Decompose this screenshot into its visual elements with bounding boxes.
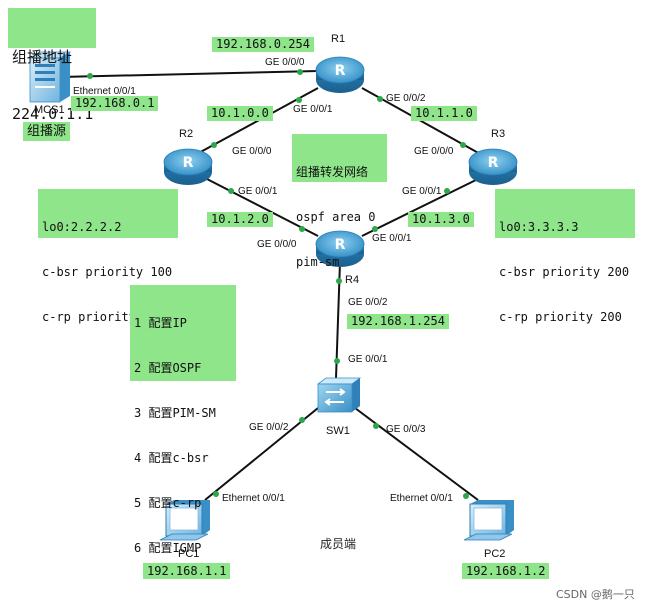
multicast-address-box: 组播地址 224.0.1.1 xyxy=(8,8,96,123)
r1-port-down-right: GE 0/0/2 xyxy=(386,93,426,104)
router-r2-icon[interactable] xyxy=(163,148,213,186)
link-sw1-pc1 xyxy=(204,407,319,501)
link-r2-r4 xyxy=(204,177,319,237)
step-1: 1 配置IP xyxy=(134,316,187,330)
net-r2-r4: 10.1.2.0 xyxy=(207,212,273,227)
switch-sw1-icon[interactable] xyxy=(316,377,362,413)
r3-config-line-1: lo0:3.3.3.3 xyxy=(499,220,579,234)
port-dots xyxy=(87,69,469,499)
r2-config-box: lo0:2.2.2.2 c-bsr priority 100 c-rp prio… xyxy=(38,189,178,324)
pc2-port-label: Ethernet 0/0/1 xyxy=(390,493,453,504)
net-r1-r2: 10.1.0.0 xyxy=(207,106,273,121)
pc1-computer-icon[interactable] xyxy=(159,500,210,541)
net-r3-r4: 10.1.3.0 xyxy=(408,212,474,227)
link-sw1-pc2 xyxy=(354,407,479,501)
multicast-title: 组播地址 xyxy=(12,48,73,66)
watermark: CSDN @鹅一只 xyxy=(556,588,635,601)
sw1-port-right: GE 0/0/3 xyxy=(386,424,426,435)
router-r1-icon[interactable] xyxy=(315,56,365,94)
step-4: 4 配置c-bsr xyxy=(134,451,209,465)
forwarding-line-2: ospf area 0 xyxy=(296,210,376,224)
r2-config-line-2: c-bsr priority 100 xyxy=(42,265,173,279)
forwarding-network-box: 组播转发网络 ospf area 0 pim-sm xyxy=(292,134,387,269)
net-r1-r3: 10.1.1.0 xyxy=(411,106,477,121)
r2-config-line-1: lo0:2.2.2.2 xyxy=(42,220,122,234)
r2-port-down: GE 0/0/1 xyxy=(238,186,278,197)
mcs1-port-label: Ethernet 0/0/1 xyxy=(73,86,136,97)
pc1-port-label: Ethernet 0/0/1 xyxy=(222,493,285,504)
router-r3-icon[interactable] xyxy=(468,148,518,186)
pc1-ip-label: 192.168.1.1 xyxy=(143,563,231,579)
r4-port-left: GE 0/0/0 xyxy=(257,239,297,250)
members-label: 成员端 xyxy=(320,537,357,551)
r4-ip-down: 192.168.1.254 xyxy=(347,314,449,329)
step-6: 6 配置IGMP xyxy=(134,541,202,555)
r3-config-line-2: c-bsr priority 200 xyxy=(499,265,630,279)
r3-port-up: GE 0/0/0 xyxy=(414,146,454,157)
r1-port-left: GE 0/0/0 xyxy=(265,57,305,68)
sw1-port-up: GE 0/0/1 xyxy=(348,354,388,365)
r3-config-box: lo0:3.3.3.3 c-bsr priority 200 c-rp prio… xyxy=(495,189,635,324)
r3-name: R3 xyxy=(491,128,506,140)
forwarding-line-1: 组播转发网络 xyxy=(296,165,369,179)
pc2-name: PC2 xyxy=(484,548,506,560)
pc1-name: PC1 xyxy=(178,548,200,560)
pc2-ip-label: 192.168.1.2 xyxy=(462,563,550,579)
pc2-computer-icon[interactable] xyxy=(463,500,514,541)
r4-port-down: GE 0/0/2 xyxy=(348,297,388,308)
r2-name: R2 xyxy=(179,128,194,140)
mcs1-ip-label: 192.168.0.1 xyxy=(71,96,159,111)
r1-port-down-left: GE 0/0/1 xyxy=(293,104,333,115)
r4-name: R4 xyxy=(345,274,360,286)
r1-name: R1 xyxy=(331,33,346,45)
mcs1-name: MCS1 xyxy=(34,104,65,116)
r3-config-line-3: c-rp priority 200 xyxy=(499,310,622,324)
r4-port-right: GE 0/0/1 xyxy=(372,233,412,244)
mcs1-server-icon[interactable] xyxy=(28,51,72,103)
forwarding-line-3: pim-sm xyxy=(296,255,340,269)
link-r3-r4 xyxy=(361,177,481,237)
link-mcs1-r1 xyxy=(59,70,319,78)
r2-port-up: GE 0/0/0 xyxy=(232,146,272,157)
sw1-port-left: GE 0/0/2 xyxy=(249,422,289,433)
mcs1-role: 组播源 xyxy=(23,122,71,141)
config-steps-box: 1 配置IP 2 配置OSPF 3 配置PIM-SM 4 配置c-bsr 5 配… xyxy=(130,285,236,555)
sw1-name: SW1 xyxy=(326,425,350,437)
step-5: 5 配置c-rp xyxy=(134,496,202,510)
step-2: 2 配置OSPF xyxy=(134,361,202,375)
step-3: 3 配置PIM-SM xyxy=(134,406,216,420)
r1-ip-label: 192.168.0.254 xyxy=(212,37,314,52)
r3-port-down: GE 0/0/1 xyxy=(402,186,442,197)
